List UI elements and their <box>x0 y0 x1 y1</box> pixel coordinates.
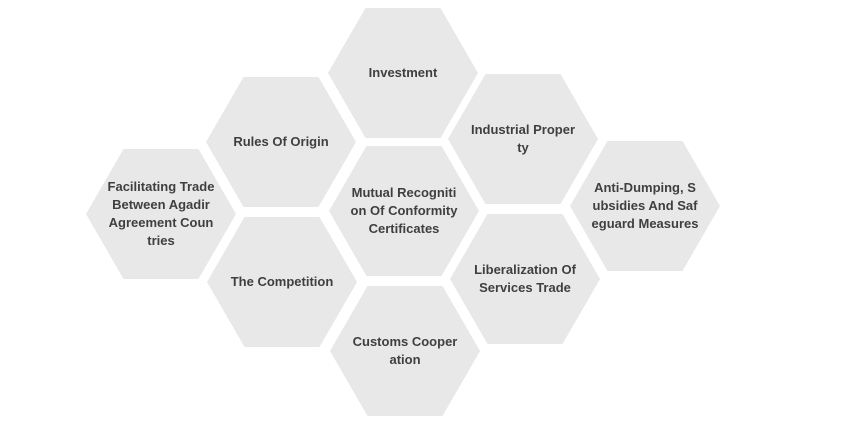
hex-label: Anti-Dumping, Subsidies And Safeguard Me… <box>591 180 699 231</box>
hex-liberalization: Liberalization Of Services Trade <box>450 214 600 344</box>
hex-label: Facilitating Trade Between Agadir Agreem… <box>107 179 215 248</box>
hex-rules-of-origin: Rules Of Origin <box>206 77 356 207</box>
hex-label: Investment <box>368 65 438 80</box>
hex-label: Mutual Recognition Of Conformity Certifi… <box>350 185 458 236</box>
hex-label: Liberalization Of Services Trade <box>474 262 576 295</box>
hex-competition: The Competition <box>207 217 357 347</box>
hex-label: Industrial Property <box>470 122 576 155</box>
hex-investment: Investment <box>328 8 478 138</box>
hex-industrial-property: Industrial Property <box>448 74 598 204</box>
hex-label: The Competition <box>230 274 334 289</box>
hex-mutual-recognition: Mutual Recognition Of Conformity Certifi… <box>329 146 479 276</box>
hex-customs-cooperation: Customs Cooperation <box>330 286 480 416</box>
hex-label: Customs Cooperation <box>352 334 458 367</box>
hex-label: Rules Of Origin <box>233 134 329 149</box>
hex-facilitating-trade: Facilitating Trade Between Agadir Agreem… <box>86 149 236 279</box>
hex-anti-dumping: Anti-Dumping, Subsidies And Safeguard Me… <box>570 141 720 271</box>
